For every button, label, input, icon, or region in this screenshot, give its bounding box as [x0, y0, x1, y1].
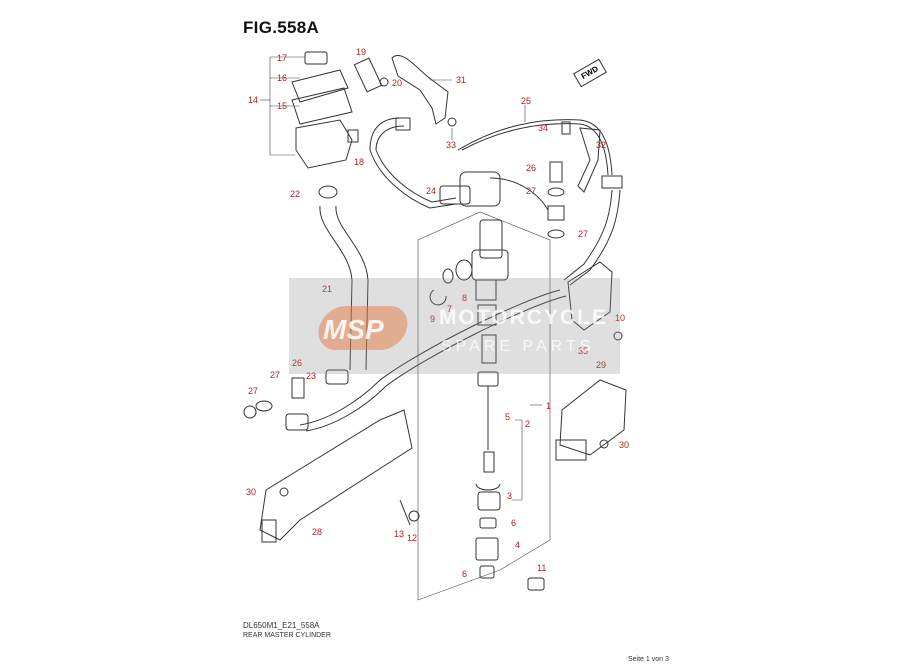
callout-13: 13	[394, 529, 404, 539]
callout-34: 34	[538, 123, 548, 133]
callout-26: 26	[292, 358, 302, 368]
callout-3: 3	[507, 491, 512, 501]
callout-27: 27	[270, 370, 280, 380]
callout-17: 17	[277, 53, 287, 63]
callout-23: 23	[306, 371, 316, 381]
callout-25: 25	[521, 96, 531, 106]
callout-7: 7	[447, 304, 452, 314]
watermark-brand: MOTORCYCLE	[439, 306, 608, 329]
callout-15: 15	[277, 101, 287, 111]
callout-14: 14	[248, 95, 258, 105]
watermark-subtitle: SPARE PARTS	[441, 338, 595, 355]
callout-26: 26	[526, 163, 536, 173]
callout-28: 28	[312, 527, 322, 537]
callout-5: 5	[505, 412, 510, 422]
callout-27: 27	[248, 386, 258, 396]
watermark-logo-text: MSP	[323, 314, 384, 345]
master-cylinder	[429, 219, 545, 591]
figure-title: FIG.558A	[243, 18, 320, 37]
callout-12: 12	[407, 533, 417, 543]
callout-10: 10	[615, 313, 625, 323]
callout-30: 30	[619, 440, 629, 450]
callout-32: 32	[596, 140, 606, 150]
callout-20: 20	[392, 78, 402, 88]
callout-11: 11	[537, 563, 546, 573]
callout-6: 6	[511, 518, 516, 528]
callout-35: 35	[578, 346, 588, 356]
figure-code: DL650M1_E21_558A	[243, 621, 320, 630]
callout-18: 18	[354, 157, 364, 167]
callout-27: 27	[578, 229, 588, 239]
callout-21: 21	[322, 284, 332, 294]
callout-2: 2	[525, 419, 530, 429]
callout-9: 9	[430, 314, 435, 324]
page-indicator: Seite 1 von 3	[628, 656, 669, 663]
callout-31: 31	[456, 75, 466, 85]
callout-24: 24	[426, 186, 436, 196]
callout-1: 1	[546, 401, 551, 411]
figure-description: REAR MASTER CYLINDER	[243, 632, 331, 639]
callout-8: 8	[462, 293, 467, 303]
callout-4: 4	[515, 540, 520, 550]
callout-29: 29	[596, 360, 606, 370]
callout-27: 27	[526, 186, 536, 196]
callout-33: 33	[446, 140, 456, 150]
watermark: MSP MOTORCYCLE SPARE PARTS	[289, 278, 620, 374]
callout-22: 22	[290, 189, 300, 199]
callout-6: 6	[462, 569, 467, 579]
callout-19: 19	[356, 47, 366, 57]
callout-30: 30	[246, 487, 256, 497]
callout-16: 16	[277, 73, 287, 83]
reservoir-assembly	[260, 51, 389, 169]
